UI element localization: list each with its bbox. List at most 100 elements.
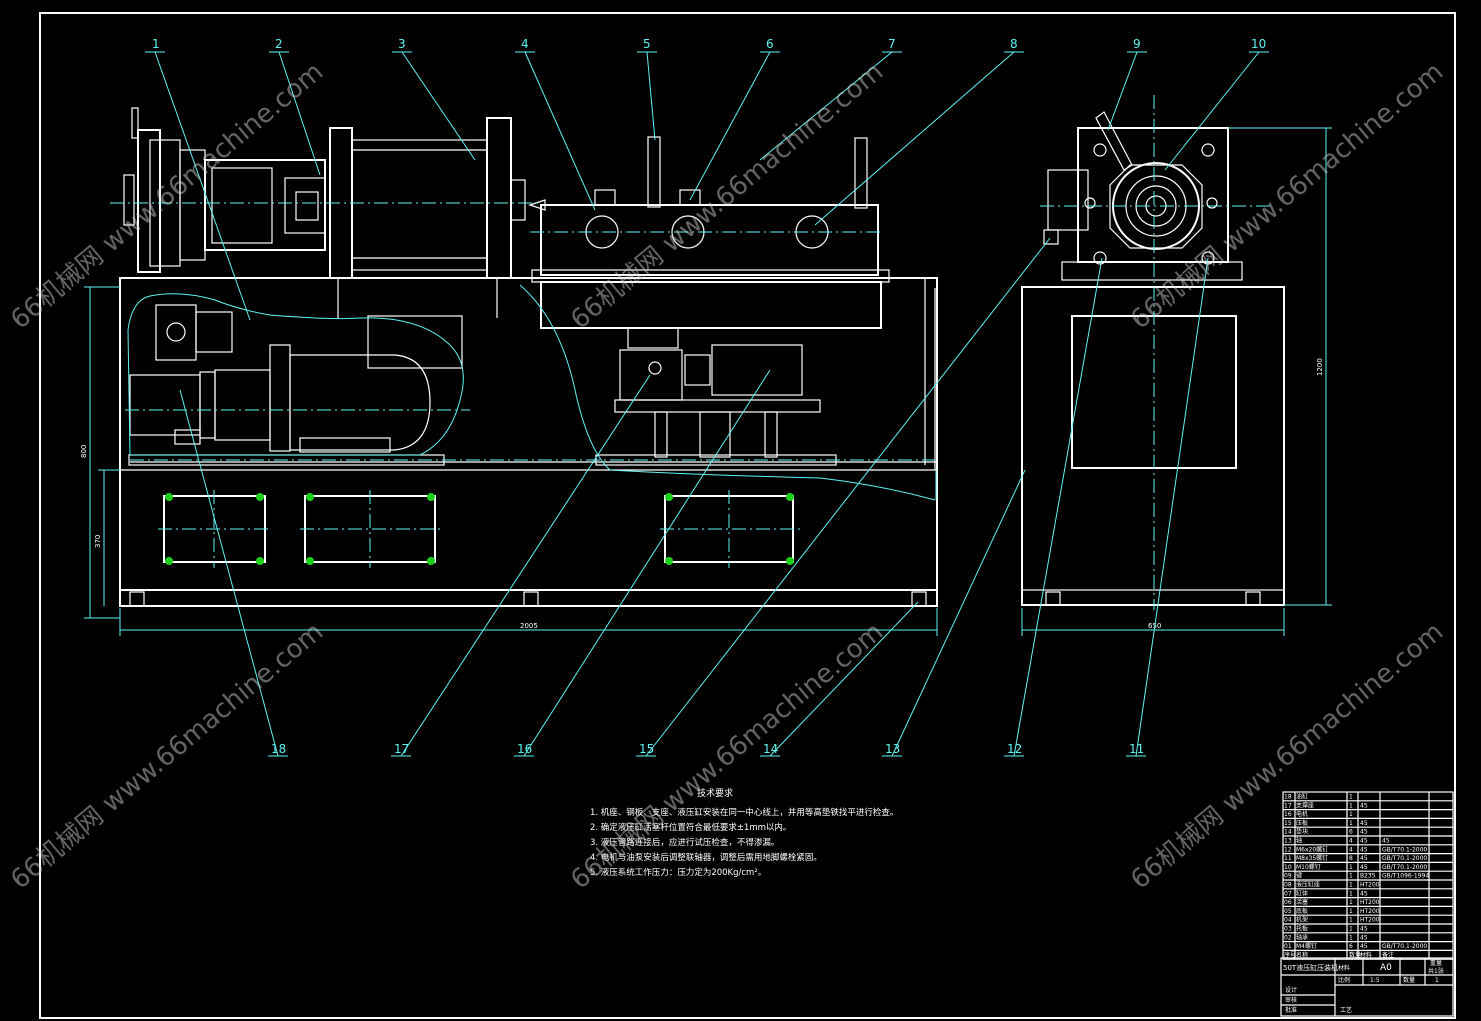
parts-cell-qty: 4 xyxy=(1349,846,1353,853)
balloon-17: 17 xyxy=(394,742,409,756)
parts-cell-no: 09 xyxy=(1284,873,1292,880)
parts-cell-material: HT200 xyxy=(1360,917,1380,924)
parts-cell-name: 底板 xyxy=(1296,907,1308,915)
parts-cell-material: 45 xyxy=(1360,926,1368,933)
sheet-size: A0 xyxy=(1380,963,1392,973)
craft-label: 工艺 xyxy=(1340,1006,1352,1014)
tech-req-item: 4. 电机与油泵安装后调整联轴器，调整后需用地脚螺栓紧固。 xyxy=(590,852,822,863)
parts-cell-qty: 6 xyxy=(1349,829,1353,836)
dim-lower-height: 370 xyxy=(94,535,102,548)
parts-cell-no: 12 xyxy=(1284,846,1292,853)
parts-cell-no: 01 xyxy=(1284,943,1292,950)
material-label: 材料 xyxy=(1338,964,1350,972)
parts-cell-qty: 1 xyxy=(1349,882,1353,889)
side-view: 650 1200 xyxy=(1021,95,1332,636)
balloon-16: 16 xyxy=(517,742,532,756)
parts-cell-name: 活塞 xyxy=(1296,898,1308,906)
leader-lines xyxy=(145,51,1269,757)
parts-cell-qty: 8 xyxy=(1349,855,1353,862)
parts-cell-qty: 1 xyxy=(1349,794,1353,801)
parts-cell-qty: 6 xyxy=(1349,943,1353,950)
parts-cell-material: 45 xyxy=(1360,820,1368,827)
parts-cell-qty: 1 xyxy=(1349,864,1353,871)
parts-cell-qty: 1 xyxy=(1349,917,1353,924)
parts-cell-material: 45 xyxy=(1360,943,1368,950)
balloon-9: 9 xyxy=(1133,37,1141,51)
parts-cell-standard: 备注 xyxy=(1382,951,1394,959)
parts-cell-no: 15 xyxy=(1284,820,1292,827)
tech-req-item: 3. 液压管路连接后，应进行试压检查，不得渗漏。 xyxy=(590,837,779,848)
weight-label: 重量 xyxy=(1430,959,1442,967)
parts-cell-material: 45 xyxy=(1360,802,1368,809)
qty-value: 1 xyxy=(1435,977,1439,984)
drawing-frame xyxy=(39,12,1456,1019)
tech-req-title: 技术要求 xyxy=(697,787,733,799)
parts-cell-qty: 1 xyxy=(1349,802,1353,809)
parts-cell-no: 03 xyxy=(1284,926,1292,933)
parts-cell-name: M10螺钉 xyxy=(1296,863,1321,871)
balloon-3: 3 xyxy=(398,37,406,51)
parts-cell-name: 托板 xyxy=(1296,925,1308,933)
balloon-14: 14 xyxy=(763,742,778,756)
approver-label: 批准 xyxy=(1285,1006,1297,1014)
parts-cell-no: 18 xyxy=(1284,794,1292,801)
parts-cell-qty: 1 xyxy=(1349,899,1353,906)
parts-cell-material: HT200 xyxy=(1360,908,1380,915)
balloon-2: 2 xyxy=(275,37,283,51)
parts-cell-name: 键 xyxy=(1296,872,1302,880)
parts-cell-qty: 1 xyxy=(1349,820,1353,827)
parts-cell-material: 45 xyxy=(1360,829,1368,836)
parts-cell-name: 垫块 xyxy=(1296,828,1308,836)
parts-cell-name: 电机 xyxy=(1296,810,1308,818)
tech-req-item: 5. 液压系统工作压力：压力定为200Kg/cm²。 xyxy=(590,867,766,878)
parts-cell-no: 10 xyxy=(1284,864,1292,871)
balloon-7: 7 xyxy=(888,37,896,51)
parts-cell-qty: 4 xyxy=(1349,838,1353,845)
parts-cell-material: 45 xyxy=(1360,846,1368,853)
balloon-5: 5 xyxy=(643,37,651,51)
parts-cell-name: 液压缸座 xyxy=(1296,881,1320,889)
parts-cell-material: B235 xyxy=(1360,873,1376,880)
parts-cell-name: 缸体 xyxy=(1296,889,1308,897)
parts-cell-no: 14 xyxy=(1284,829,1292,836)
balloon-10: 10 xyxy=(1251,37,1266,51)
balloon-1: 1 xyxy=(152,37,160,51)
dim-overall-height: 800 xyxy=(80,445,88,458)
parts-cell-no: 07 xyxy=(1284,890,1292,897)
balloon-15: 15 xyxy=(639,742,654,756)
parts-cell-standard: GB/T70.1-2000 xyxy=(1382,864,1427,871)
parts-cell-no: 04 xyxy=(1284,917,1292,924)
parts-cell-qty: 1 xyxy=(1349,890,1353,897)
parts-cell-name: 轴承 xyxy=(1296,933,1308,941)
parts-cell-standard: GB/T1096-1994 xyxy=(1382,873,1429,880)
parts-cell-material: 45 xyxy=(1360,855,1368,862)
parts-cell-material: 45 xyxy=(1360,864,1368,871)
technical-requirements: 技术要求 1. 机座、钢板、支座、液压缸安装在同一中心线上，并用等高垫铁找平进行… xyxy=(590,787,898,878)
parts-cell-material: HT200 xyxy=(1360,899,1380,906)
balloon-13: 13 xyxy=(885,742,900,756)
parts-cell-no: 11 xyxy=(1284,855,1292,862)
parts-cell-no: 序号 xyxy=(1284,951,1296,959)
parts-cell-no: 06 xyxy=(1284,899,1292,906)
title-block: 50T液压缸压装机 材料 A0 重量 比例 1:5 数量 1 共1张 设计 审核… xyxy=(1280,957,1454,1017)
parts-cell-name: 名称 xyxy=(1296,951,1308,959)
designer-label: 设计 xyxy=(1285,986,1297,994)
parts-cell-material: 45 xyxy=(1360,934,1368,941)
parts-cell-standard: GB/T70.1-2000 xyxy=(1382,943,1427,950)
parts-cell-name: 轴 xyxy=(1296,837,1302,845)
balloon-12: 12 xyxy=(1007,742,1022,756)
drawing-title: 50T液压缸压装机 xyxy=(1283,963,1338,972)
parts-cell-name: 机架 xyxy=(1296,916,1308,924)
scale-label: 比例 xyxy=(1338,976,1350,984)
parts-cell-name: M4螺钉 xyxy=(1296,942,1317,950)
parts-cell-qty: 1 xyxy=(1349,873,1353,880)
balloon-6: 6 xyxy=(766,37,774,51)
scale-value: 1:5 xyxy=(1370,977,1380,984)
parts-cell-material: 45 xyxy=(1360,890,1368,897)
parts-cell-no: 02 xyxy=(1284,934,1292,941)
parts-cell-qty: 1 xyxy=(1349,811,1353,818)
parts-cell-qty: 1 xyxy=(1349,926,1353,933)
parts-cell-qty: 1 xyxy=(1349,908,1353,915)
